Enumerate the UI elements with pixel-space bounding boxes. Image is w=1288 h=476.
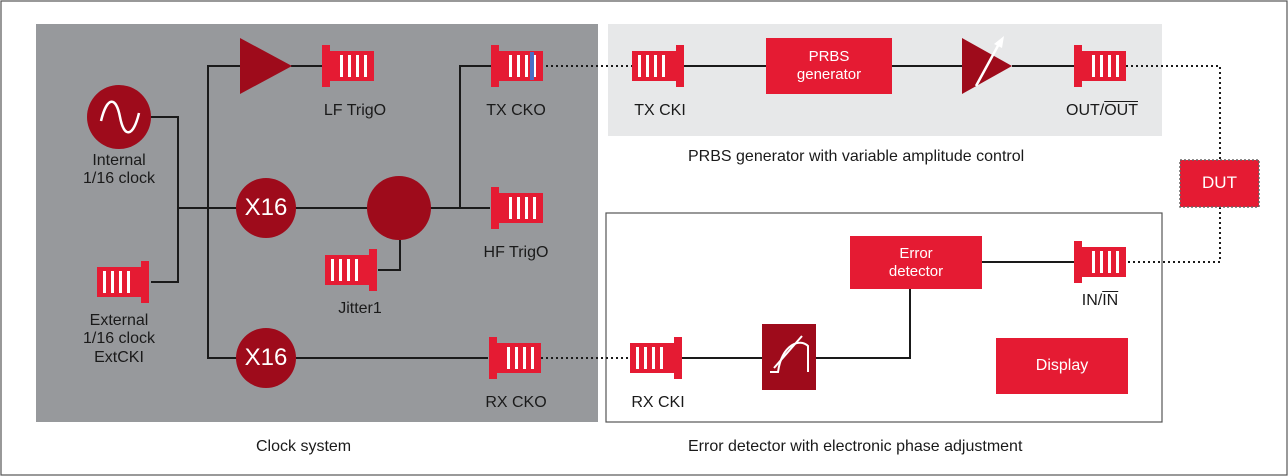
dut-box (1179, 159, 1260, 208)
lf-amplifier-triangle (240, 38, 292, 94)
in-label-b: IN (1102, 292, 1119, 309)
prbs-line1: PRBS (808, 48, 850, 65)
sine-wave-icon (99, 100, 141, 134)
clock-input-wire (151, 116, 179, 283)
clock-system-caption: Clock system (256, 438, 352, 455)
error-line2: detector (888, 262, 944, 280)
hf-trigo-connector (491, 187, 543, 229)
out-label-b: OUT (1104, 102, 1138, 119)
lf-trigo-connector (322, 45, 374, 87)
external-clock-label: External 1/16 clock ExtCKI (66, 312, 172, 367)
internal-clock-line2: 1/16 clock (82, 170, 156, 188)
wires (151, 65, 1074, 359)
phase-to-error-wire (816, 289, 911, 359)
x16-bottom-label: X16 (244, 344, 288, 371)
in-connector (1074, 241, 1126, 283)
x16-multiplier-bottom (236, 328, 296, 388)
error-detector-label: Error detector (850, 236, 982, 289)
out-label-a: OUT/ (1066, 102, 1105, 119)
lf-branch-wire (207, 65, 240, 208)
variable-arrow-icon (974, 41, 1002, 87)
generator-caption: PRBS generator with variable amplitude c… (688, 148, 1025, 165)
rx-branch-wire (207, 208, 238, 359)
dut-label: DUT (1202, 173, 1237, 193)
x16-top-label: X16 (244, 194, 288, 221)
out-to-dut-link (1126, 65, 1221, 160)
phase-arrow-icon (773, 335, 803, 369)
hf-trigo-label: HF TrigO (483, 244, 549, 261)
out-label: OUT/OUT (1052, 102, 1152, 120)
rx-cki-label: RX CKI (631, 394, 685, 411)
external-clock-line3: ExtCKI (94, 348, 144, 366)
prbs-generator-box (766, 38, 892, 94)
rx-cko-label: RX CKO (485, 394, 547, 411)
error-detector-caption: Error detector with electronic phase adj… (688, 438, 1023, 455)
tx-branch-wire (459, 65, 492, 208)
jitter-modulator (367, 176, 431, 240)
tx-cko-connector (491, 45, 543, 87)
prbs-generator-label: PRBS generator (766, 38, 892, 94)
internal-clock-label: Internal 1/16 clock (66, 152, 172, 189)
error-line1: Error (899, 244, 933, 262)
internal-clock-line1: Internal (92, 152, 146, 169)
external-clock-line1: External (89, 312, 149, 329)
connectors (97, 45, 1126, 379)
display-box (996, 338, 1128, 394)
prbs-line2: generator (796, 66, 862, 83)
external-clock-line2: 1/16 clock (82, 330, 156, 348)
phase-waveform-icon (770, 341, 809, 373)
x16-multiplier-top (236, 178, 296, 238)
tx-cko-marker (530, 52, 534, 80)
variable-arrow-head (994, 36, 1004, 48)
error-detector-box (850, 236, 982, 289)
tx-cki-label: TX CKI (634, 102, 686, 119)
lf-trigo-label: LF TrigO (323, 102, 387, 119)
ext-clk-connector (97, 261, 149, 303)
in-label: IN/IN (1050, 292, 1150, 310)
tx-cki-connector (632, 45, 684, 87)
out-connector (1074, 45, 1126, 87)
tx-cko-label: TX CKO (486, 102, 546, 119)
dotted-links (541, 65, 1221, 359)
jitter1-wire (378, 240, 401, 271)
rx-cko-connector (489, 337, 541, 379)
jitter1-label: Jitter1 (338, 300, 382, 317)
in-label-a: IN/ (1081, 292, 1103, 309)
display-label: Display (1035, 357, 1089, 375)
dut-to-in-link (1128, 207, 1221, 263)
rx-cki-connector (630, 337, 682, 379)
jitter1-connector (325, 249, 377, 291)
